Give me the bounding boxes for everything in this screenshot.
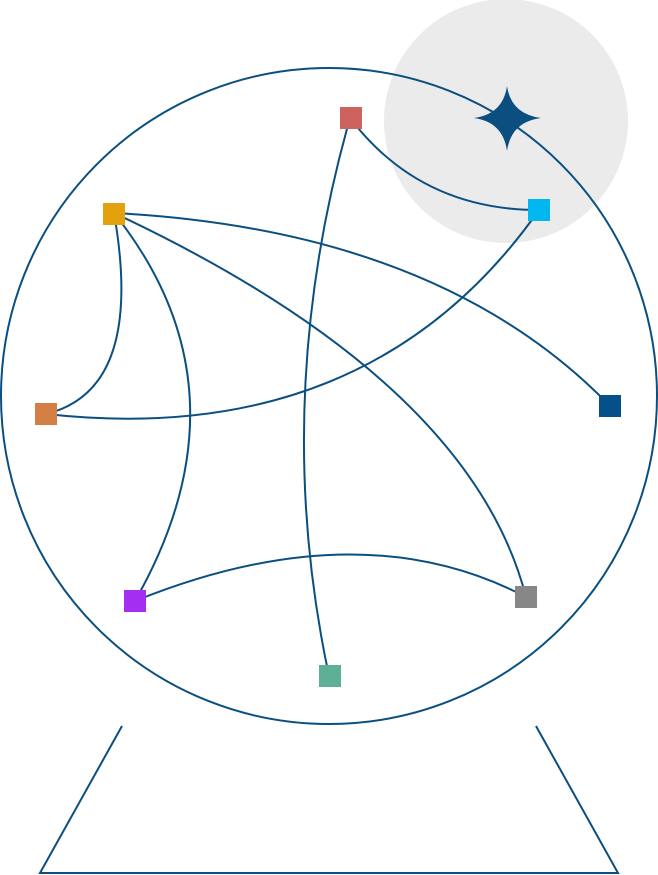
node-orange	[35, 403, 57, 425]
node-cyan	[528, 199, 550, 221]
edge-yellow-gray	[113, 212, 527, 598]
network-edges	[45, 117, 611, 677]
globe-outline	[0, 67, 658, 725]
edge-orange-cyan	[45, 209, 540, 420]
node-navy	[599, 395, 621, 417]
node-yellow	[103, 203, 125, 225]
edge-yellow-orange	[45, 212, 123, 415]
sparkle-icon	[474, 86, 541, 151]
edge-red-green	[302, 117, 351, 677]
node-red	[340, 107, 362, 129]
edge-yellow-purple	[113, 212, 192, 602]
node-green	[319, 665, 341, 687]
edge-red-cyan	[349, 117, 540, 211]
node-gray	[515, 586, 537, 608]
edge-yellow-navy	[113, 212, 611, 407]
edge-purple-gray	[134, 553, 527, 602]
network-nodes	[35, 107, 621, 687]
node-purple	[124, 590, 146, 612]
globe-stand	[38, 725, 620, 874]
